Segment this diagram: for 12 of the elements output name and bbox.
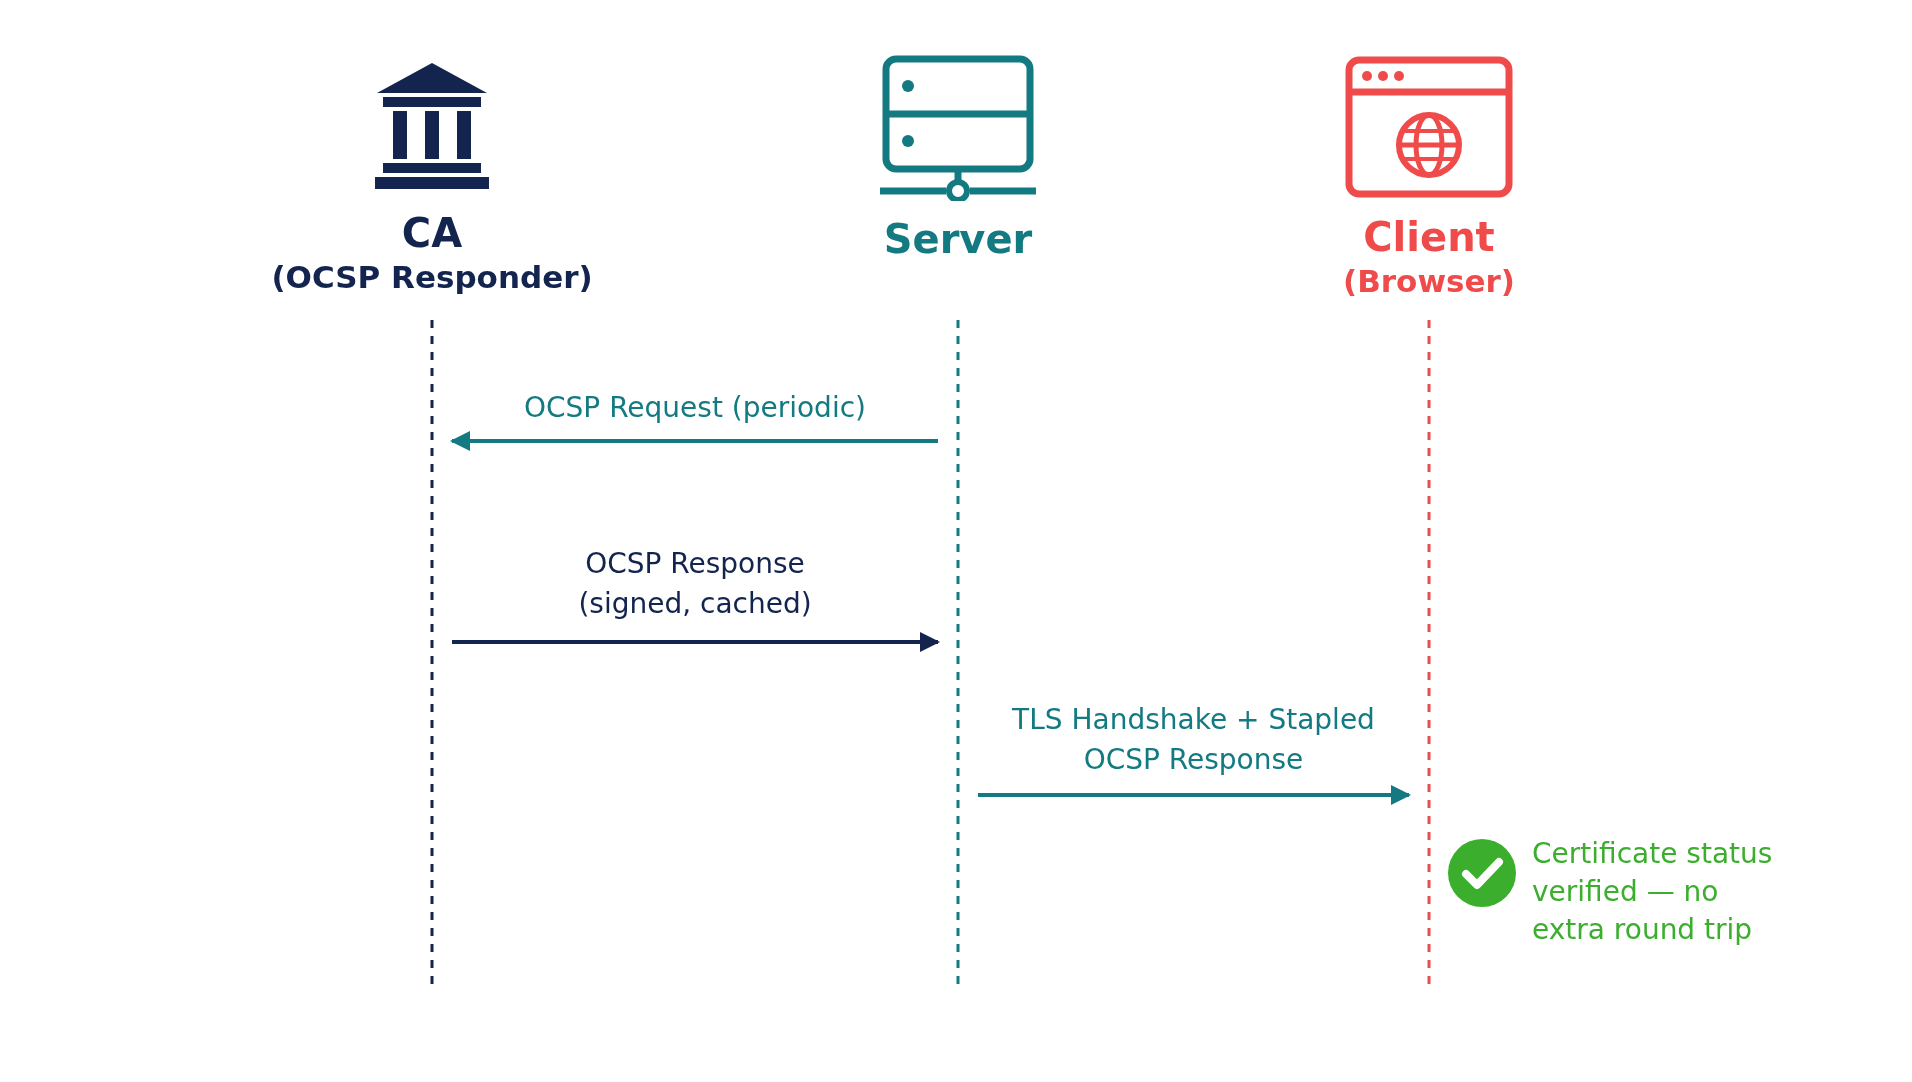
- message-arrow: [452, 632, 940, 652]
- participant-name: Client: [1363, 213, 1495, 261]
- participant-name: CA: [401, 209, 463, 257]
- participant-role: (Browser): [1343, 262, 1515, 301]
- participant-role: (OCSP Responder): [271, 258, 593, 297]
- status-note: Certificate status verified — no extra round trip: [1532, 836, 1774, 948]
- message-arrow: [450, 431, 938, 451]
- edge-label: OCSP Response (signed, cached): [577, 546, 813, 622]
- edge-label: TLS Handshake + Stapled OCSP Response: [1011, 702, 1376, 778]
- message-arrow: [978, 785, 1411, 805]
- participant-name: Server: [883, 215, 1033, 263]
- edge-label: OCSP Request (periodic): [523, 390, 867, 426]
